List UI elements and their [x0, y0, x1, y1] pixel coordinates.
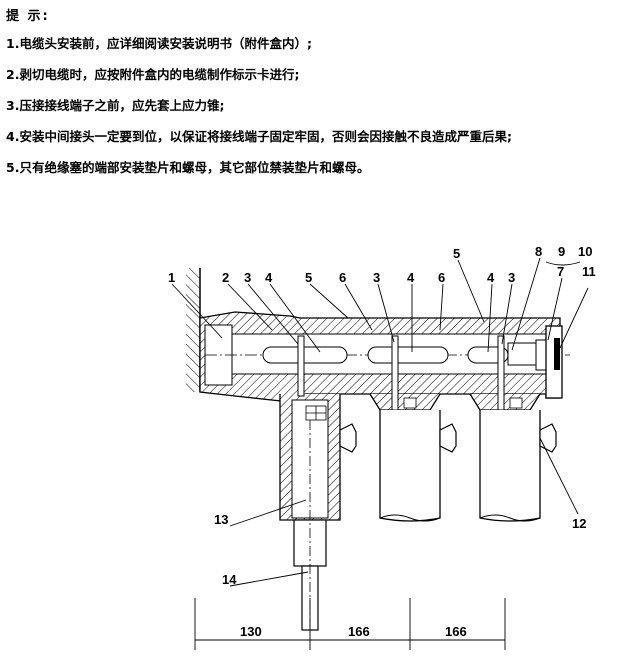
callout-5a: 5	[305, 270, 312, 285]
callout-4c: 4	[487, 270, 495, 285]
callout-6b: 6	[438, 270, 445, 285]
callout-1: 1	[168, 270, 175, 285]
branch-right	[469, 335, 541, 522]
note-item-2: 2.剥切电缆时，应按附件盒内的电缆制作标示卡进行;	[6, 67, 300, 82]
callout-8: 8	[535, 244, 542, 259]
installation-notes: 提 示: 1.电缆头安装前，应详细阅读安装说明书（附件盒内）; 2.剥切电缆时，…	[6, 6, 626, 187]
notes-title: 提 示:	[6, 9, 50, 24]
callout-14: 14	[222, 572, 237, 587]
callout-7: 7	[557, 264, 564, 279]
callout-3a: 3	[244, 270, 251, 285]
callout-2: 2	[222, 270, 229, 285]
end-cap	[545, 325, 563, 399]
dimension-lines	[194, 598, 506, 650]
dimension-166-b: 166	[445, 624, 467, 639]
dimension-130: 130	[240, 624, 262, 639]
branch-middle	[369, 335, 441, 522]
callout-13: 13	[214, 512, 228, 527]
note-item-4: 4.安装中间接头一定要到位，以保证将接线端子固定牢固，否则会因接触不良造成严重后…	[6, 129, 512, 144]
callout-10: 10	[578, 244, 592, 259]
callout-4a: 4	[265, 270, 273, 285]
note-item-1: 1.电缆头安装前，应详细阅读安装说明书（附件盒内）;	[6, 36, 312, 51]
note-item-3: 3.压接接线端子之前，应先套上应力锥;	[6, 98, 225, 113]
conductor-rods	[262, 339, 551, 371]
dimension-166-a: 166	[348, 624, 370, 639]
callout-3b: 3	[373, 270, 380, 285]
callout-5b: 5	[453, 246, 460, 261]
callout-labels: 1 2 3 4 5 6 3 4 6 5 4 3 8 9 10 7 11 12 1…	[168, 244, 596, 587]
earthing-lugs	[339, 423, 557, 453]
callout-3c: 3	[508, 270, 515, 285]
callout-4b: 4	[407, 270, 415, 285]
break-lines	[379, 514, 541, 522]
callout-9: 9	[558, 244, 565, 259]
callout-12: 12	[572, 516, 586, 531]
wall	[186, 268, 201, 392]
leader-lines	[171, 257, 589, 587]
callout-11: 11	[582, 264, 596, 279]
note-item-5: 5.只有绝缘塞的端部安装垫片和螺母，其它部位禁装垫片和螺母。	[6, 160, 370, 175]
callout-6a: 6	[339, 270, 346, 285]
